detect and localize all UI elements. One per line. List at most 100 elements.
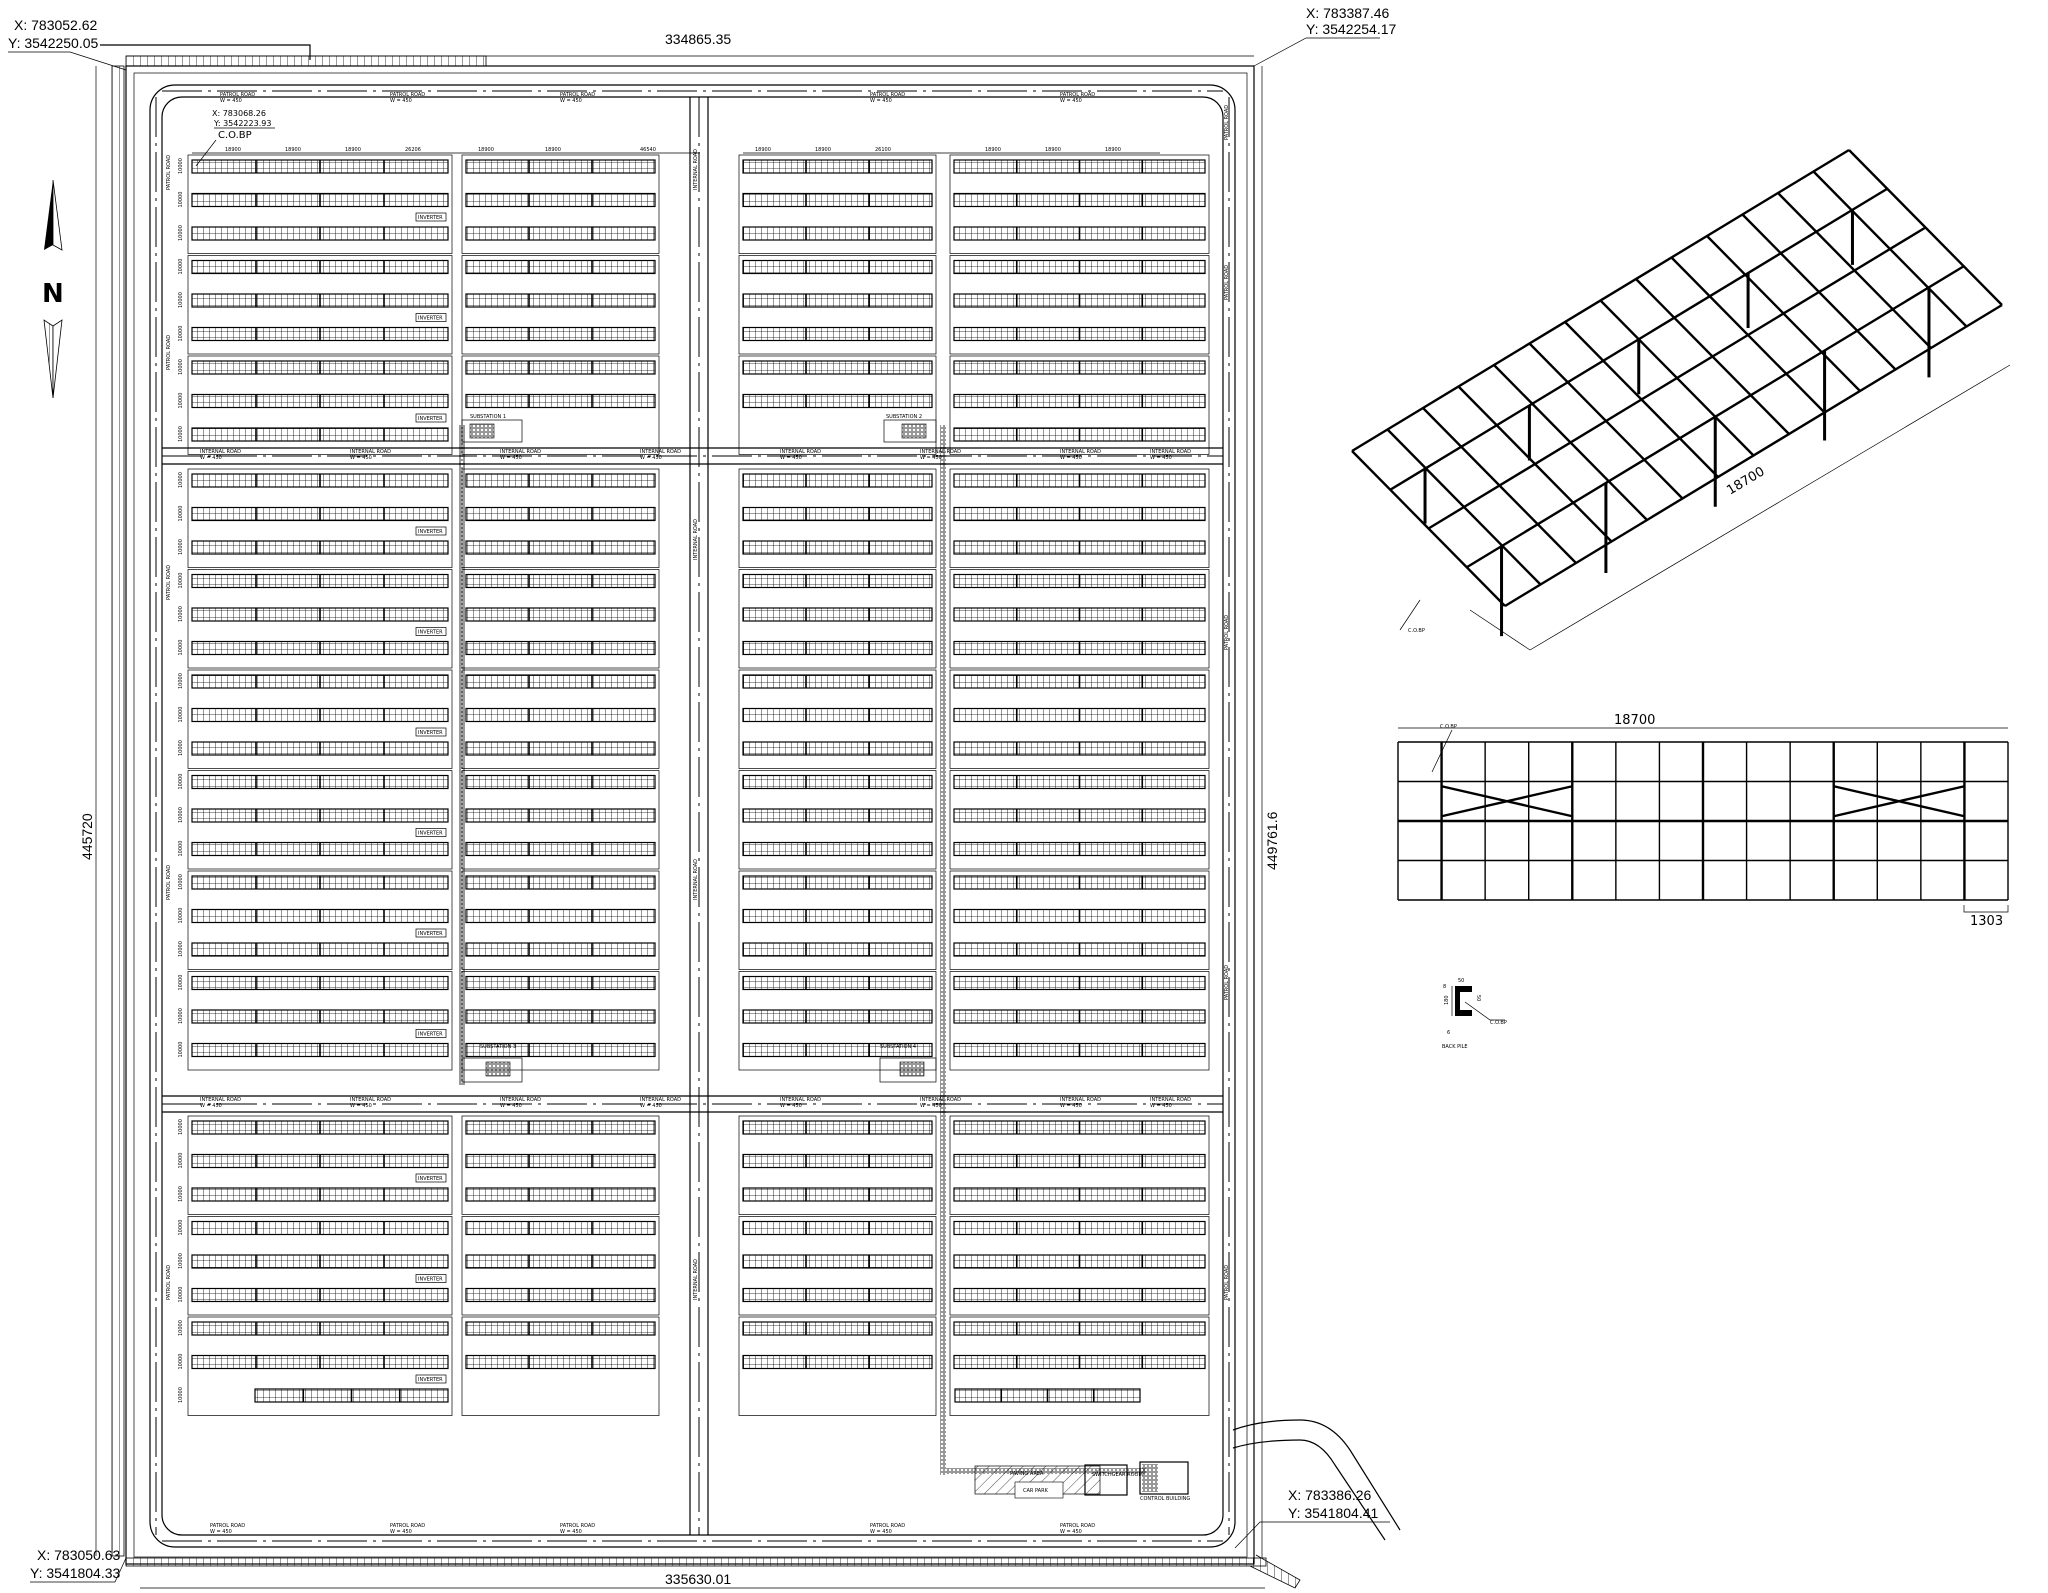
pv-table-row (465, 908, 656, 924)
array-block-outline (738, 1316, 937, 1416)
row-pitch-label: 10000 (178, 192, 184, 208)
top-dimension-label: 18900 (985, 147, 1001, 153)
pv-table-row (742, 607, 933, 622)
array-block-outline (461, 1216, 660, 1316)
array-block-outline (949, 870, 1210, 970)
svg-text:50: 50 (1458, 978, 1464, 984)
row-pitch-label: 10000 (178, 1008, 184, 1024)
top-dimension-label: 26100 (875, 147, 891, 153)
pv-table-row (742, 975, 933, 991)
pv-table-row (191, 741, 449, 756)
inverter-box: INVERTER (415, 1374, 447, 1384)
coord-top-right: X: 783387.46 Y: 3542254.17 (1253, 5, 1397, 67)
pv-table-row (191, 540, 449, 555)
pv-table-row (742, 393, 933, 409)
road-width-label: W = 450 (200, 455, 222, 461)
inverter-label: INVERTER (418, 1377, 443, 1383)
row-pitch-label: 10000 (178, 326, 184, 342)
inverter-box: INVERTER (415, 627, 447, 636)
pv-table-row (742, 360, 933, 375)
road-width-label: W = 450 (350, 1103, 372, 1109)
plan-cobp-label: C.O.BP (1440, 724, 1457, 730)
north-arrow: N (42, 179, 64, 399)
road-width-label: W = 450 (220, 98, 242, 104)
array-block-outline (949, 468, 1210, 568)
patrol-road-label: PATROL ROAD (390, 92, 425, 98)
pv-table-row (742, 540, 933, 555)
pv-table-row (742, 192, 933, 208)
top-dimension-label: 26206 (405, 147, 421, 153)
vertical-road-label: PATROL ROAD (166, 335, 172, 370)
top-dimension-label: 18900 (755, 147, 771, 153)
svg-text:Y: 3541804.33: Y: 3541804.33 (30, 1565, 121, 1581)
array-block-outline (738, 669, 937, 769)
structure-isometric-view (1351, 148, 2003, 637)
pv-table-row (953, 293, 1206, 308)
svg-text:Y: 3542250.05: Y: 3542250.05 (8, 35, 99, 51)
array-block-outline (461, 971, 660, 1071)
array-block-outline (187, 1115, 453, 1215)
road-width-label: W = 450 (1060, 98, 1082, 104)
pv-table-row (953, 707, 1206, 723)
pv-table-row (742, 1187, 933, 1202)
pv-table-row (465, 1120, 656, 1135)
svg-text:SWITCHGEAR ROOM: SWITCHGEAR ROOM (1092, 1472, 1143, 1478)
internal-road-label: INTERNAL ROAD (350, 1097, 391, 1103)
row-pitch-label: 10000 (178, 908, 184, 924)
pv-table-row (742, 226, 933, 241)
array-block-outline (738, 468, 937, 568)
pv-table-row (742, 1153, 933, 1169)
pv-table-row (953, 506, 1206, 522)
pv-table-row (953, 393, 1206, 409)
pv-table-row (191, 808, 449, 823)
plan-module-label: 1303 (1970, 914, 2003, 929)
array-block-outline (949, 255, 1210, 355)
pv-table-row (465, 259, 656, 275)
inverter-box: INVERTER (415, 1029, 447, 1038)
internal-road-label: INTERNAL ROAD (500, 449, 541, 455)
dimension-left: 445720 (79, 66, 97, 1556)
inverter-label: INVERTER (418, 529, 443, 535)
pv-table-row (465, 192, 656, 208)
top-dimension-label: 18900 (815, 147, 831, 153)
pv-table-row (191, 1042, 449, 1058)
patrol-road-label: PATROL ROAD (870, 1523, 905, 1529)
pv-table-row (742, 707, 933, 723)
inverter-box: INVERTER (415, 1173, 447, 1183)
pv-table-row (742, 1254, 933, 1269)
row-pitch-label: 10000 (178, 1153, 184, 1169)
array-block-outline (187, 154, 453, 254)
pv-table-row (953, 808, 1206, 823)
pv-table-row (953, 908, 1206, 924)
row-pitch-label: 10000 (178, 158, 184, 174)
road-width-label: W = 450 (640, 1103, 662, 1109)
pv-table-row (953, 159, 1206, 174)
pv-table-row (465, 1187, 656, 1202)
pv-table-row (953, 259, 1206, 275)
top-dimension-label: 18900 (1105, 147, 1121, 153)
svg-text:BACK PILE: BACK PILE (1442, 1044, 1468, 1050)
row-pitch-label: 10000 (178, 606, 184, 622)
pv-table-row (254, 1388, 449, 1403)
row-pitch-label: 10000 (178, 673, 184, 689)
pv-table-row (465, 741, 656, 756)
array-block-outline (461, 1115, 660, 1215)
vertical-road-label: PATROL ROAD (1224, 1265, 1230, 1300)
pv-table-row (465, 808, 656, 823)
pv-table-row (465, 1042, 656, 1058)
array-block-outline (187, 770, 453, 870)
svg-text:X: 783387.46: X: 783387.46 (1306, 5, 1390, 21)
pv-table-row (191, 326, 449, 342)
pv-table-row (465, 975, 656, 991)
pv-table-row (465, 1254, 656, 1269)
pv-table-row (191, 1287, 449, 1303)
pv-table-row (191, 942, 449, 957)
facilities-area: PAVING AREA CAR PARK SWITCHGEAR ROOM CON… (974, 1419, 1401, 1541)
inverter-label: INVERTER (418, 215, 443, 221)
pv-table-row (191, 607, 449, 622)
back-pile-section: 50 50 180 8 6 C.O.BP BACK PILE (1442, 978, 1507, 1050)
inverter-label: INVERTER (418, 630, 443, 636)
pv-table-row (953, 1254, 1206, 1269)
pv-table-row (742, 293, 933, 308)
pv-table-row (465, 1287, 656, 1303)
